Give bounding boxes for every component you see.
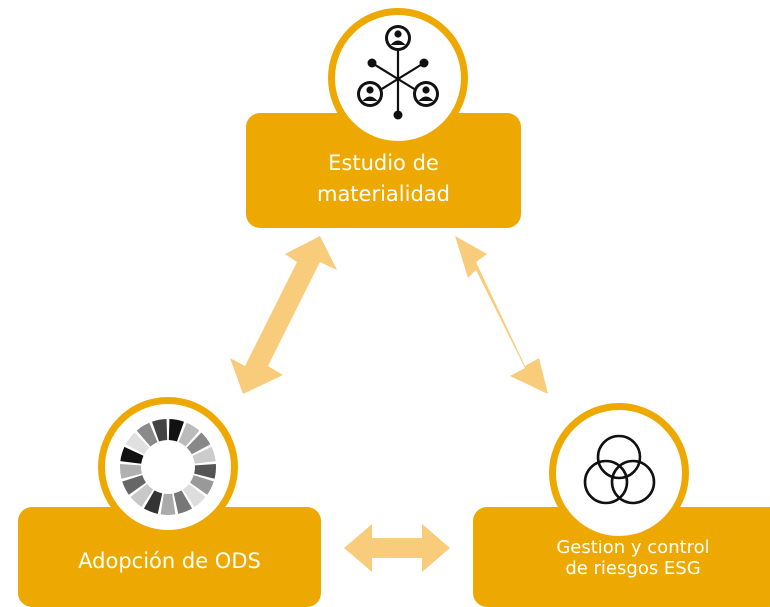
sdg-wheel-segment	[168, 419, 184, 442]
sdg-wheel-segment	[190, 475, 214, 495]
connector-arrows	[230, 236, 548, 572]
three-circles-venn-icon	[583, 434, 656, 505]
sdg-wheel-segment	[194, 464, 216, 479]
node-materialidad-line1: Estudio de	[328, 151, 439, 175]
sdg-wheel-segment	[130, 483, 154, 508]
esg-icon-circle	[549, 403, 689, 543]
node-esg-line1: Gestión y control	[556, 537, 710, 558]
stakeholders-network-icon	[357, 25, 439, 120]
arrow-materialidad-ods	[230, 236, 337, 394]
ods-icon-circle	[98, 397, 238, 537]
sdg-wheel-segment	[160, 493, 176, 515]
sdg-wheel-segment	[136, 422, 158, 447]
sdg-wheel-segment	[122, 475, 146, 495]
sdg-wheel-segment	[182, 483, 206, 508]
sdg-wheel-segment	[178, 422, 200, 447]
sdg-wheel-segment	[192, 446, 216, 464]
materialidad-icon-circle	[328, 8, 468, 148]
sdg-wheel-segment	[152, 419, 168, 442]
node-materialidad-line2: materialidad	[316, 182, 450, 206]
sdg-wheel-segment	[120, 446, 144, 464]
arrow-ods-esg	[344, 524, 450, 572]
sdg-wheel-segment	[186, 432, 211, 455]
node-esg-line2: de riesgos ESG	[565, 558, 701, 579]
sdg-wheel-segment	[125, 432, 150, 455]
arrow-materialidad-esg	[455, 236, 548, 394]
sdg-wheel-icon	[120, 419, 216, 515]
sdg-wheel-segment	[173, 490, 193, 514]
sdg-wheel-segment	[120, 464, 142, 479]
sdg-wheel-segment	[143, 490, 163, 514]
node-ods-label: Adopción de ODS	[78, 549, 261, 573]
